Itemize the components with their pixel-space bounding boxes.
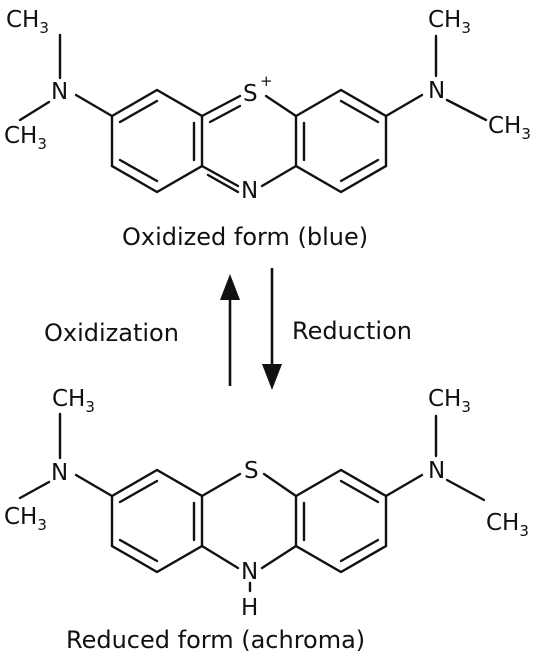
sulfur-label: S <box>244 458 259 484</box>
right-benzene-ring <box>294 468 388 574</box>
left-benzene-ring <box>110 468 204 574</box>
methyl-label: CH3 <box>428 386 471 416</box>
bond-n-methyl-bottom-left <box>18 480 51 500</box>
bond-ring-s-right <box>264 94 298 118</box>
bond-n-methyl-bottom-right <box>445 98 488 122</box>
nitrogen-label: N <box>428 458 445 484</box>
methyl-label: CH3 <box>4 123 47 153</box>
bond-ring-s-left-double <box>208 104 242 124</box>
bond-ring-s-right <box>262 472 298 498</box>
methyl-label: CH3 <box>486 510 529 540</box>
methyl-label: CH3 <box>428 7 471 37</box>
bond-ring-n-left-double <box>206 173 240 194</box>
nitrogen-label: N <box>51 460 68 486</box>
nitrogen-label: N <box>241 178 258 204</box>
reduction-label: Reduction <box>292 317 412 345</box>
bond-n-ring-left <box>74 473 114 498</box>
bond-ring-s-left <box>200 472 242 498</box>
oxidization-arrowhead <box>220 274 240 300</box>
nitrogen-label: N <box>241 559 258 585</box>
reduction-arrowhead <box>262 364 282 390</box>
sulfur-label: S <box>243 81 258 107</box>
methyl-label: CH3 <box>52 386 95 416</box>
methyl-label: CH3 <box>4 504 47 534</box>
bond-ring-n-left <box>200 544 240 570</box>
oxidization-label: Oxidization <box>44 319 179 347</box>
hydrogen-label: H <box>241 595 258 621</box>
bond-ring-n-left <box>200 164 240 188</box>
oxidized-caption: Oxidized form (blue) <box>122 223 368 251</box>
positive-charge-label: + <box>260 72 273 90</box>
bond-n-ring-left <box>74 93 114 118</box>
nitrogen-label: N <box>428 78 445 104</box>
reduced-caption: Reduced form (achroma) <box>66 626 365 654</box>
oxidized-structure: CH3 N CH3 S + N CH3 N CH3 <box>4 7 531 204</box>
nitrogen-label: N <box>51 79 68 105</box>
bond-n-methyl-bottom-left <box>18 100 51 122</box>
bond-n-methyl-bottom-right <box>445 478 486 502</box>
right-benzene-ring <box>294 88 388 194</box>
bond-ring-n-right <box>260 544 298 570</box>
bond-ring-n-right <box>260 164 298 188</box>
redox-arrows <box>220 268 282 390</box>
bond-ring-n-right-sub <box>384 473 424 498</box>
methyl-label: CH3 <box>488 113 531 143</box>
reduced-structure: CH3 N CH3 S N H CH3 N CH3 <box>4 386 529 621</box>
bond-ring-s-left <box>200 94 242 118</box>
methyl-label: CH3 <box>6 7 49 37</box>
left-benzene-ring <box>110 88 204 194</box>
bond-ring-n-right-sub <box>384 93 424 118</box>
